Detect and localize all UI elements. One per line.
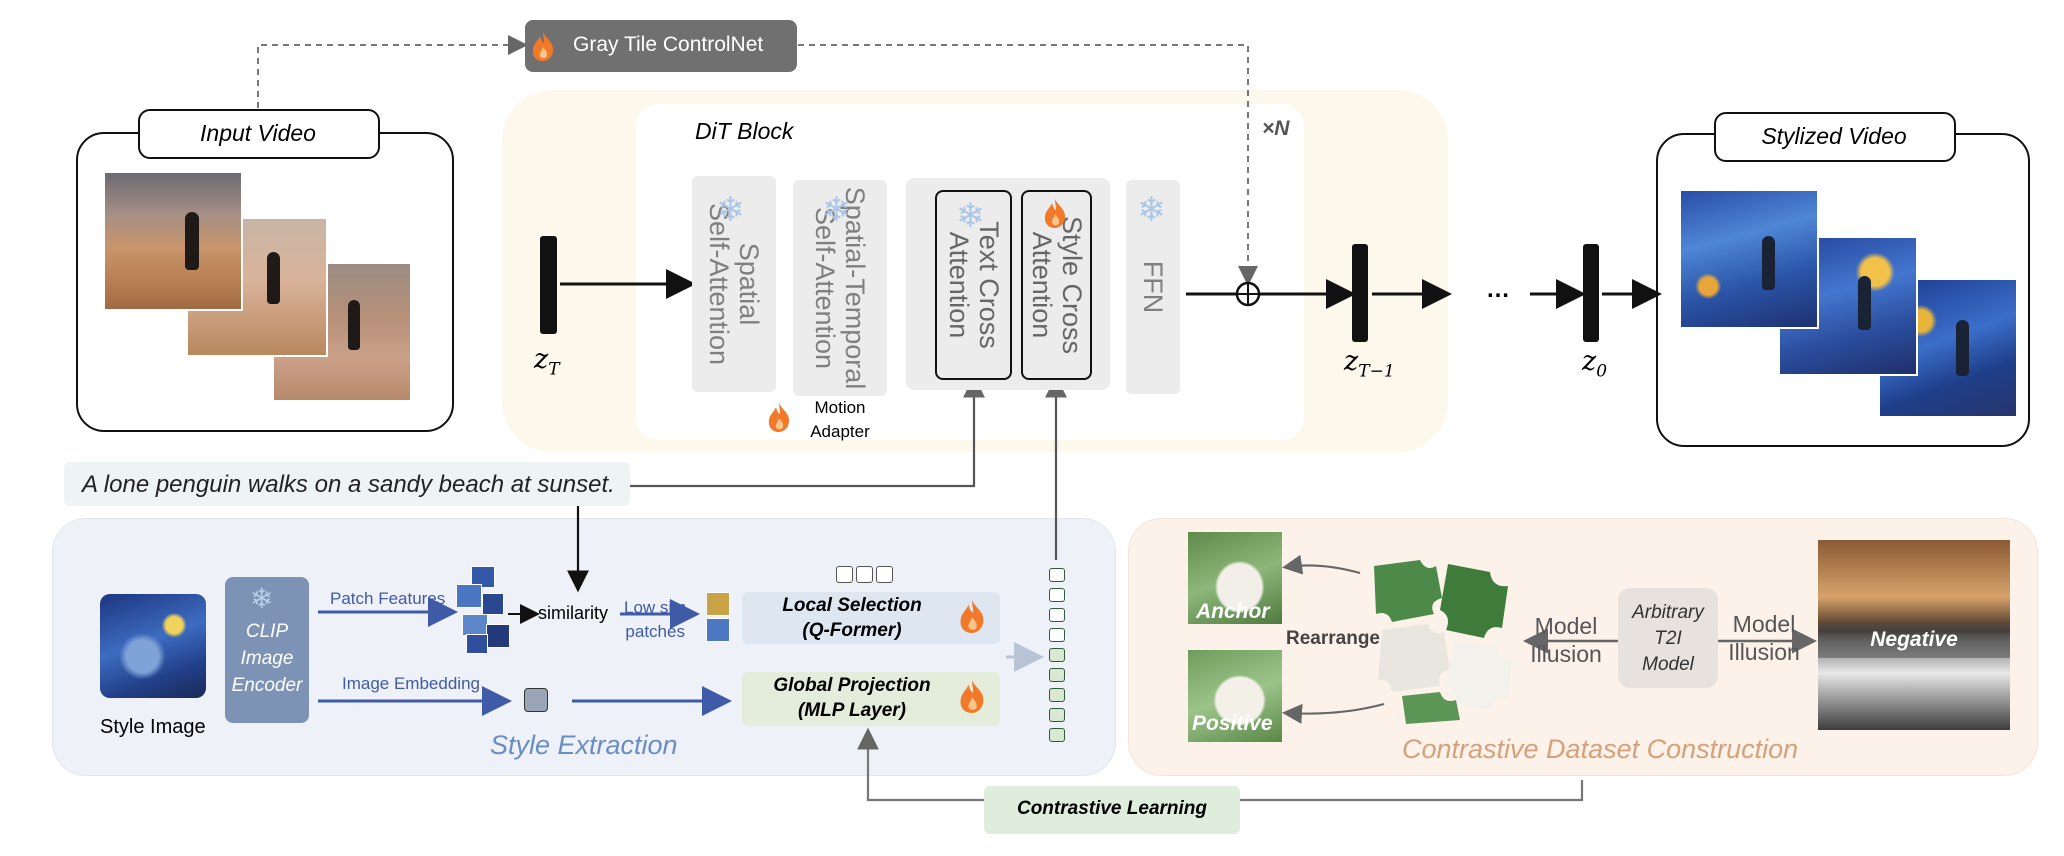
style-token: [1049, 668, 1065, 682]
clip-image-encoder-label: CLIP Image Encoder: [231, 621, 303, 696]
flame-icon: [960, 680, 984, 713]
local-selection-title: Local Selection: [782, 595, 922, 616]
latent-z0-bar: [1583, 244, 1599, 342]
patch-tile: [482, 593, 504, 615]
snowflake-icon: ❄: [822, 191, 851, 229]
penguin-2: [267, 252, 280, 304]
styled-penguin-1: [1762, 236, 1775, 290]
style-token: [1049, 588, 1065, 602]
anchor-label: Anchor: [1196, 600, 1270, 623]
global-projection-subtitle: (MLP Layer): [797, 700, 907, 721]
patch-features-label: Patch Features: [330, 589, 446, 608]
style-token: [1049, 648, 1065, 662]
repeat-n-label: ×N: [1262, 117, 1290, 140]
local-selection-subtitle: (Q-Former): [802, 620, 902, 641]
style-token: [1049, 688, 1065, 702]
similarity-label: similarity: [538, 603, 608, 623]
anchor-image: [1188, 532, 1282, 624]
ellipsis: …: [1486, 276, 1510, 303]
positive-label: Positive: [1192, 712, 1273, 735]
negative-label-band: [1818, 624, 2010, 658]
style-token: [1049, 608, 1065, 622]
text-cross-attention-block: Text Cross Attention: [935, 190, 1012, 380]
flame-icon: [960, 600, 984, 633]
prompt-box: [64, 462, 630, 506]
local-selection-block: [742, 592, 1000, 644]
motion-adapter-label: Motion Adapter: [810, 398, 870, 441]
t2i-model-label: Arbitrary T2I Model: [1632, 602, 1704, 675]
flame-icon: [768, 403, 790, 432]
penguin-3: [348, 300, 360, 350]
query-token: [876, 566, 893, 583]
text-cross-attention-label: Text Cross Attention: [943, 221, 1004, 349]
t2i-model-block: [1618, 588, 1718, 688]
patch-tile: [462, 614, 488, 636]
contrastive-learning-label: Contrastive Learning: [1016, 798, 1208, 819]
style-token: [1049, 728, 1065, 742]
snowflake-icon: ❄: [956, 197, 985, 235]
rearrange-label: Rearrange: [1286, 628, 1380, 649]
negative-label: Negative: [1870, 628, 1958, 651]
ffn-label: FFN: [1138, 260, 1168, 314]
patch-tile: [471, 566, 495, 588]
model-illusion-left-label: Model Illusion: [1530, 613, 1602, 667]
style-cross-attention-label: Style Cross Attention: [1026, 215, 1087, 355]
jigsaw-puzzle-pieces: [1374, 560, 1512, 724]
latent-zt-bar: [540, 236, 557, 334]
spatial-self-attention-block: Spatial Self-Attention: [692, 176, 776, 392]
snowflake-icon: ❄: [250, 583, 274, 614]
latent-zt1-label: zT−1: [1344, 346, 1395, 382]
dit-block-title: DiT Block: [695, 118, 794, 144]
stylized-video-title-box: [1714, 112, 1956, 162]
patch-tile: [486, 624, 510, 648]
contrastive-learning-box: [984, 786, 1240, 834]
input-frame-1: [103, 171, 243, 311]
controlnet-dashed-out: [798, 44, 1258, 286]
snowflake-icon: ❄: [1137, 191, 1166, 229]
ffn-block: FFN: [1126, 180, 1180, 394]
style-token: [1049, 628, 1065, 642]
query-token: [856, 566, 873, 583]
latent-z0-label: z0: [1582, 346, 1608, 382]
controlnet-dashed-in: [257, 35, 528, 108]
image-embedding-token: [524, 688, 548, 712]
flame-icon: [532, 32, 554, 61]
stylized-frame-1: [1679, 189, 1819, 329]
query-token: [836, 566, 853, 583]
model-illusion-right-label: Model Illusion: [1728, 611, 1800, 665]
patch-tile: [456, 584, 482, 608]
low-sim-patches-label: Low sim patches: [624, 598, 687, 641]
patch-tile: [466, 634, 488, 654]
style-extraction-title: Style Extraction: [490, 730, 678, 760]
styled-penguin-3: [1956, 320, 1969, 376]
flame-icon: [1044, 199, 1066, 228]
contrastive-dataset-title: Contrastive Dataset Construction: [1402, 734, 1799, 764]
positive-image: [1188, 650, 1282, 742]
spatial-temporal-attention-block: Spatial-Temporal Self-Attention: [793, 180, 887, 396]
style-token: [1049, 708, 1065, 722]
input-video-title-box: [138, 109, 380, 159]
prompt-to-text-cross-arrow: [630, 375, 985, 488]
style-image: [100, 594, 206, 698]
style-token: [1049, 568, 1065, 582]
snowflake-icon: ❄: [716, 191, 745, 229]
patch-tile: [706, 592, 730, 616]
prompt-text: A lone penguin walks on a sandy beach at…: [82, 471, 615, 498]
input-video-title: Input Video: [200, 120, 316, 146]
styled-penguin-2: [1858, 276, 1871, 330]
global-projection-title: Global Projection: [773, 675, 931, 696]
global-projection-block: [742, 672, 1000, 726]
latent-zt1-bar: [1352, 244, 1368, 342]
penguin-1: [185, 212, 199, 270]
style-image-label: Style Image: [100, 716, 206, 738]
controlnet-box: [525, 20, 797, 72]
controlnet-label: Gray Tile ControlNet: [573, 33, 764, 56]
clip-image-encoder-block: [225, 577, 309, 723]
stylized-video-title: Stylized Video: [1761, 123, 1907, 149]
image-embedding-label: Image Embedding: [342, 674, 480, 693]
latent-zt-label: zT: [534, 344, 560, 380]
patch-tile: [706, 618, 730, 642]
